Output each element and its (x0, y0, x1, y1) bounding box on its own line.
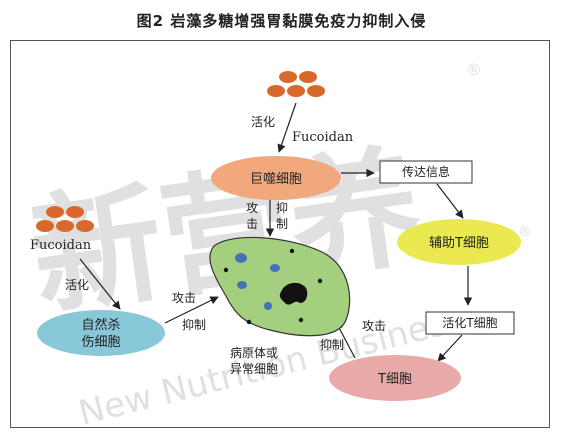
figure-title: 图2 岩藻多糖增强胃黏膜免疫力抑制入侵 (136, 12, 427, 30)
macrophage-label: 巨噬细胞 (250, 172, 302, 187)
pathogen-cell (209, 236, 351, 337)
nk-cell (37, 310, 165, 356)
fucoidan-dots-left (36, 206, 94, 232)
label-inhibit-1: 抑 (276, 200, 288, 215)
fucoidan-dots-top (267, 71, 325, 97)
label-fucoidan-top: Fucoidan (292, 130, 354, 145)
label-activate-top: 活化 (251, 115, 275, 129)
helper-t-label: 辅助T细胞 (429, 236, 489, 251)
nk-label-line2: 伤细胞 (81, 335, 120, 350)
label-attack-1: 攻 (246, 201, 258, 215)
transmit-label: 传达信息 (402, 164, 450, 179)
pathogen-label-line1: 病原体或 (230, 345, 278, 360)
arrow-transmit-helper (436, 183, 464, 219)
watermark-chinese: 新营养 (23, 130, 430, 335)
watermark-mark-right: ® (518, 224, 532, 240)
activated-t-label: 活化T细胞 (442, 316, 497, 330)
transmit-box (379, 160, 473, 184)
arrow-activated-tcell (437, 334, 463, 362)
arrow-nk-pathogen (164, 296, 219, 324)
activated-t-box (425, 311, 515, 335)
label-attack-2: 击 (246, 217, 258, 231)
t-cell-label: T细胞 (377, 372, 412, 387)
label-inhibit-2: 制 (276, 217, 288, 231)
label-inhibit-t: 抑制 (320, 337, 344, 352)
label-attack-nk: 攻击 (172, 291, 196, 305)
nk-label-line1: 自然杀 (81, 317, 120, 333)
pathogen-blue-spots (235, 253, 280, 310)
pathogen-black-dots (223, 248, 323, 325)
macrophage-cell (211, 156, 341, 200)
label-fucoidan-left: Fucoidan (30, 238, 92, 253)
arrow-top-activate (277, 102, 297, 153)
label-attack-t: 攻击 (362, 319, 386, 333)
pathogen-label-line2: 异常细胞 (230, 362, 278, 376)
diagram-frame (10, 40, 550, 428)
watermark-mark-top: ® (466, 60, 482, 79)
label-inhibit-nk: 抑制 (182, 317, 206, 332)
pathogen-nucleus (279, 282, 308, 305)
t-cell (329, 355, 461, 401)
arrow-left-activate (79, 258, 121, 310)
label-activate-left: 活化 (65, 278, 89, 292)
helper-t-cell (397, 219, 521, 265)
